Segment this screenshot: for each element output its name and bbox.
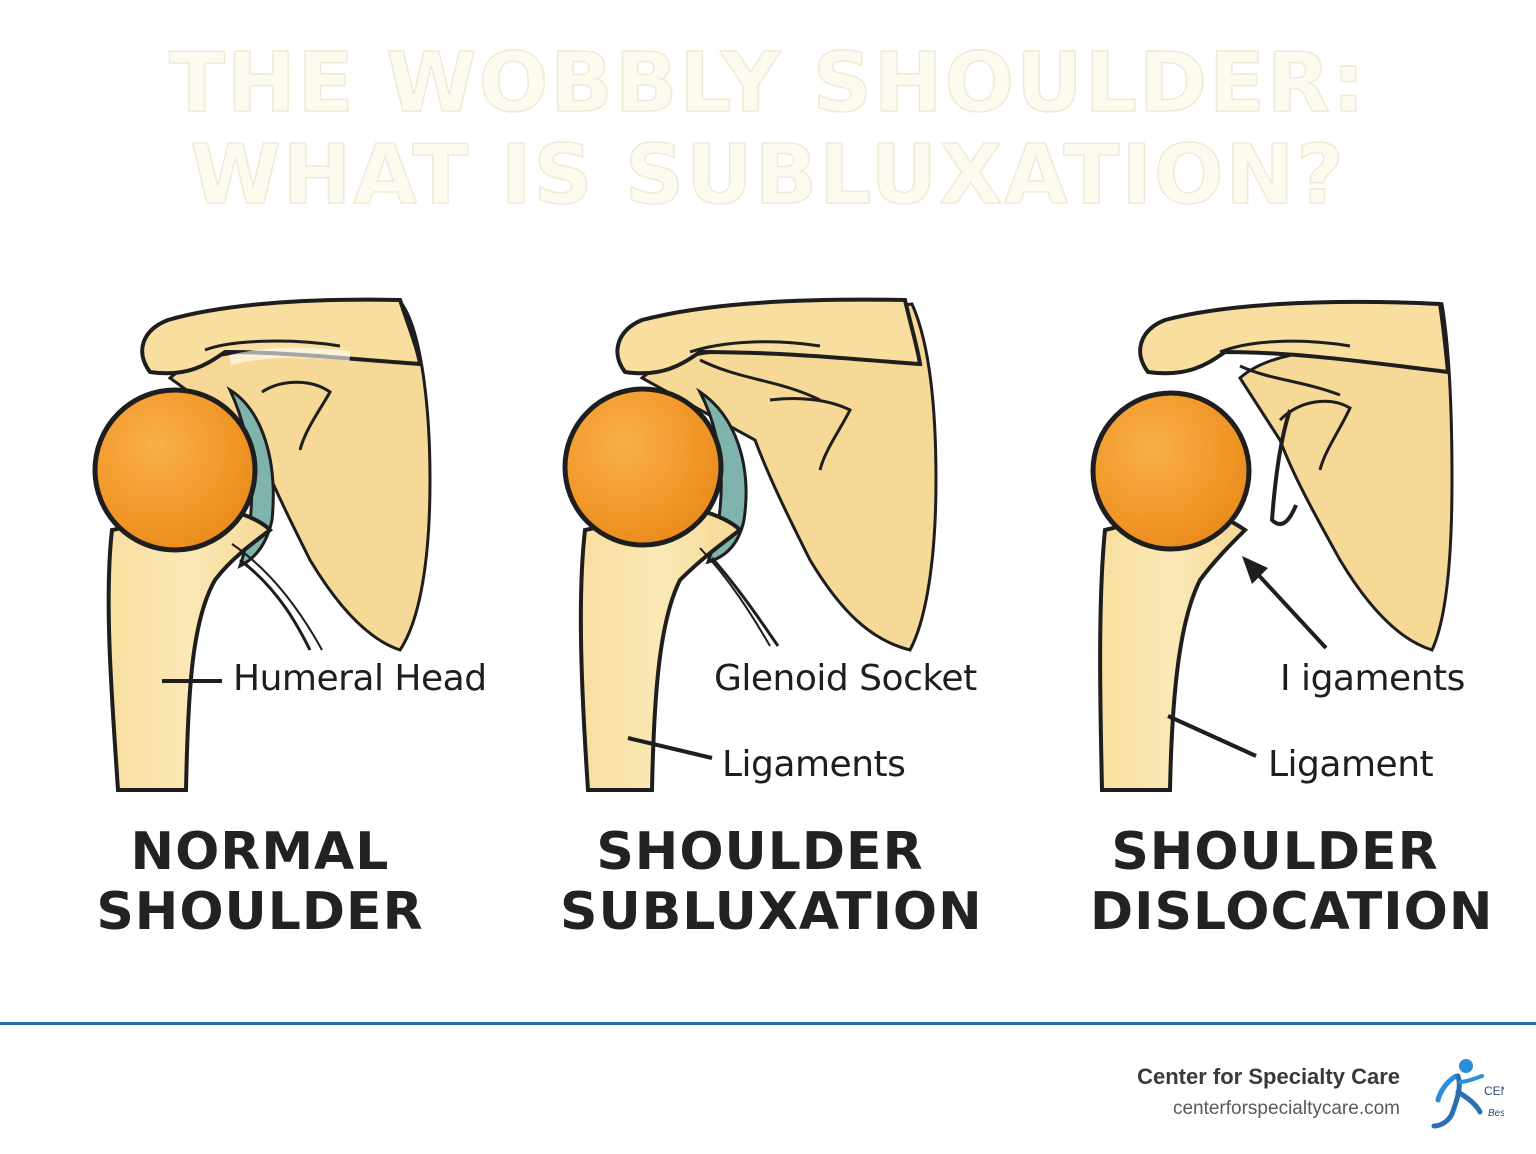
caption-line-1: SHOULDER <box>596 822 924 882</box>
brand-url[interactable]: centerforspecialtycare.com <box>1172 1098 1400 1119</box>
label-igaments: I igaments <box>1280 658 1465 699</box>
subluxation-illustration <box>562 297 938 792</box>
caption-line-1: SHOULDER <box>1111 822 1439 882</box>
caption-line-1: NORMAL <box>130 822 390 882</box>
title-line-2: WHAT IS SUBLUXATION? <box>190 128 1346 223</box>
humerus <box>106 505 274 792</box>
label-ligaments: Ligaments <box>722 744 906 785</box>
humeral-head-ball-3 <box>1090 390 1252 552</box>
label-ligament: Ligament <box>1268 744 1434 785</box>
label-glenoid-socket: Glenoid Socket <box>714 658 977 699</box>
label-humeral-head: Humeral Head <box>233 658 487 699</box>
caption-line-2: SUBLUXATION <box>560 882 983 942</box>
footer-divider <box>0 1022 1536 1025</box>
logo-text: CEN <box>1484 1084 1504 1098</box>
normal-shoulder-illustration <box>92 297 432 792</box>
page-title: THE WOBBLY SHOULDER: WHAT IS SUBLUXATION… <box>0 36 1536 223</box>
caption-normal-shoulder: NORMAL SHOULDER <box>80 822 440 942</box>
dislocation-illustration <box>1090 299 1454 792</box>
brand-name[interactable]: Center for Specialty Care <box>1137 1064 1400 1089</box>
running-figure-logo-icon <box>1431 1059 1484 1129</box>
logo-tagline: Best <box>1488 1108 1504 1119</box>
caption-shoulder-subluxation: SHOULDER SUBLUXATION <box>560 822 983 942</box>
acromion <box>140 297 423 376</box>
caption-line-2: DISLOCATION <box>1090 882 1494 942</box>
humeral-head-ball-2 <box>562 386 724 548</box>
title-line-1: THE WOBBLY SHOULDER: <box>168 36 1367 131</box>
caption-line-2: SHOULDER <box>96 882 424 942</box>
arrow-head <box>1242 556 1268 584</box>
humeral-head-ball <box>92 387 258 553</box>
caption-shoulder-dislocation: SHOULDER DISLOCATION <box>1090 822 1494 942</box>
